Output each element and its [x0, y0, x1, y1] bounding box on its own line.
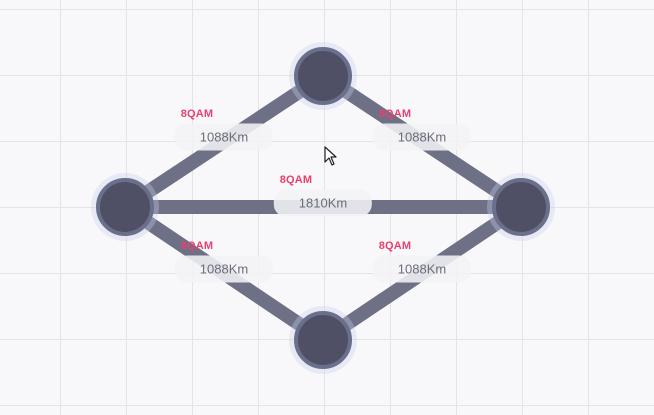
node-right[interactable]: [492, 178, 550, 236]
edge-tag-top-left: 8QAM: [180, 108, 214, 120]
edge-distance-top-right[interactable]: 1088Km: [372, 123, 472, 151]
edge-distance-left-right[interactable]: 1810Km: [273, 189, 373, 217]
edge-tag-left-right: 8QAM: [279, 174, 313, 186]
edge-distance-top-left[interactable]: 1088Km: [174, 123, 274, 151]
node-bottom[interactable]: [294, 311, 352, 369]
edge-tag-top-right: 8QAM: [378, 108, 412, 120]
edge-distance-right-bottom[interactable]: 1088Km: [372, 255, 472, 283]
edge-tag-right-bottom: 8QAM: [378, 240, 412, 252]
node-top[interactable]: [294, 47, 352, 105]
node-left[interactable]: [96, 178, 154, 236]
edge-distance-left-bottom[interactable]: 1088Km: [174, 255, 274, 283]
edge-tag-left-bottom: 8QAM: [180, 240, 214, 252]
mouse-cursor-icon: [324, 146, 337, 166]
